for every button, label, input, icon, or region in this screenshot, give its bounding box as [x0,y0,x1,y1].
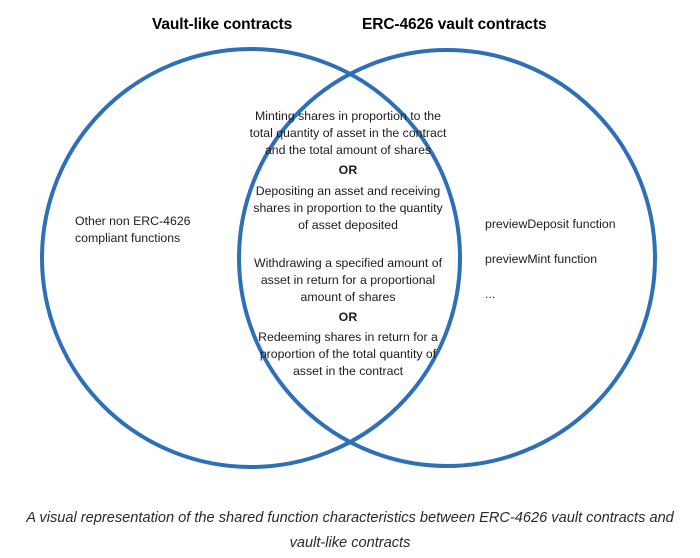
right-set-title: ERC-4626 vault contracts [362,16,547,33]
right-region-item-ellipsis: ... [485,287,496,301]
intersection-item-depositing: Depositing an asset and receiving shares… [253,184,443,232]
figure-caption: A visual representation of the shared fu… [26,510,674,551]
right-region-item-preview-mint: previewMint function [485,252,598,266]
intersection-separator-or-2: OR [338,310,358,324]
right-only-region-text: previewDeposit function previewMint func… [485,216,650,303]
intersection-item-minting: Minting shares in proportion to the tota… [249,109,447,157]
intersection-separator-or-1: OR [338,163,358,177]
right-set-circle [237,48,657,468]
intersection-item-redeeming: Redeeming shares in return for a proport… [258,330,438,378]
left-set-circle [40,47,462,469]
intersection-region-text: Minting shares in proportion to the tota… [248,108,448,380]
left-set-title: Vault-like contracts [152,16,293,33]
intersection-item-withdrawing: Withdrawing a specified amount of asset … [254,256,442,304]
right-region-item-preview-deposit: previewDeposit function [485,217,616,231]
left-only-region-text: Other non ERC-4626 compliant functions [75,214,191,245]
venn-circles-graphic [40,47,657,469]
